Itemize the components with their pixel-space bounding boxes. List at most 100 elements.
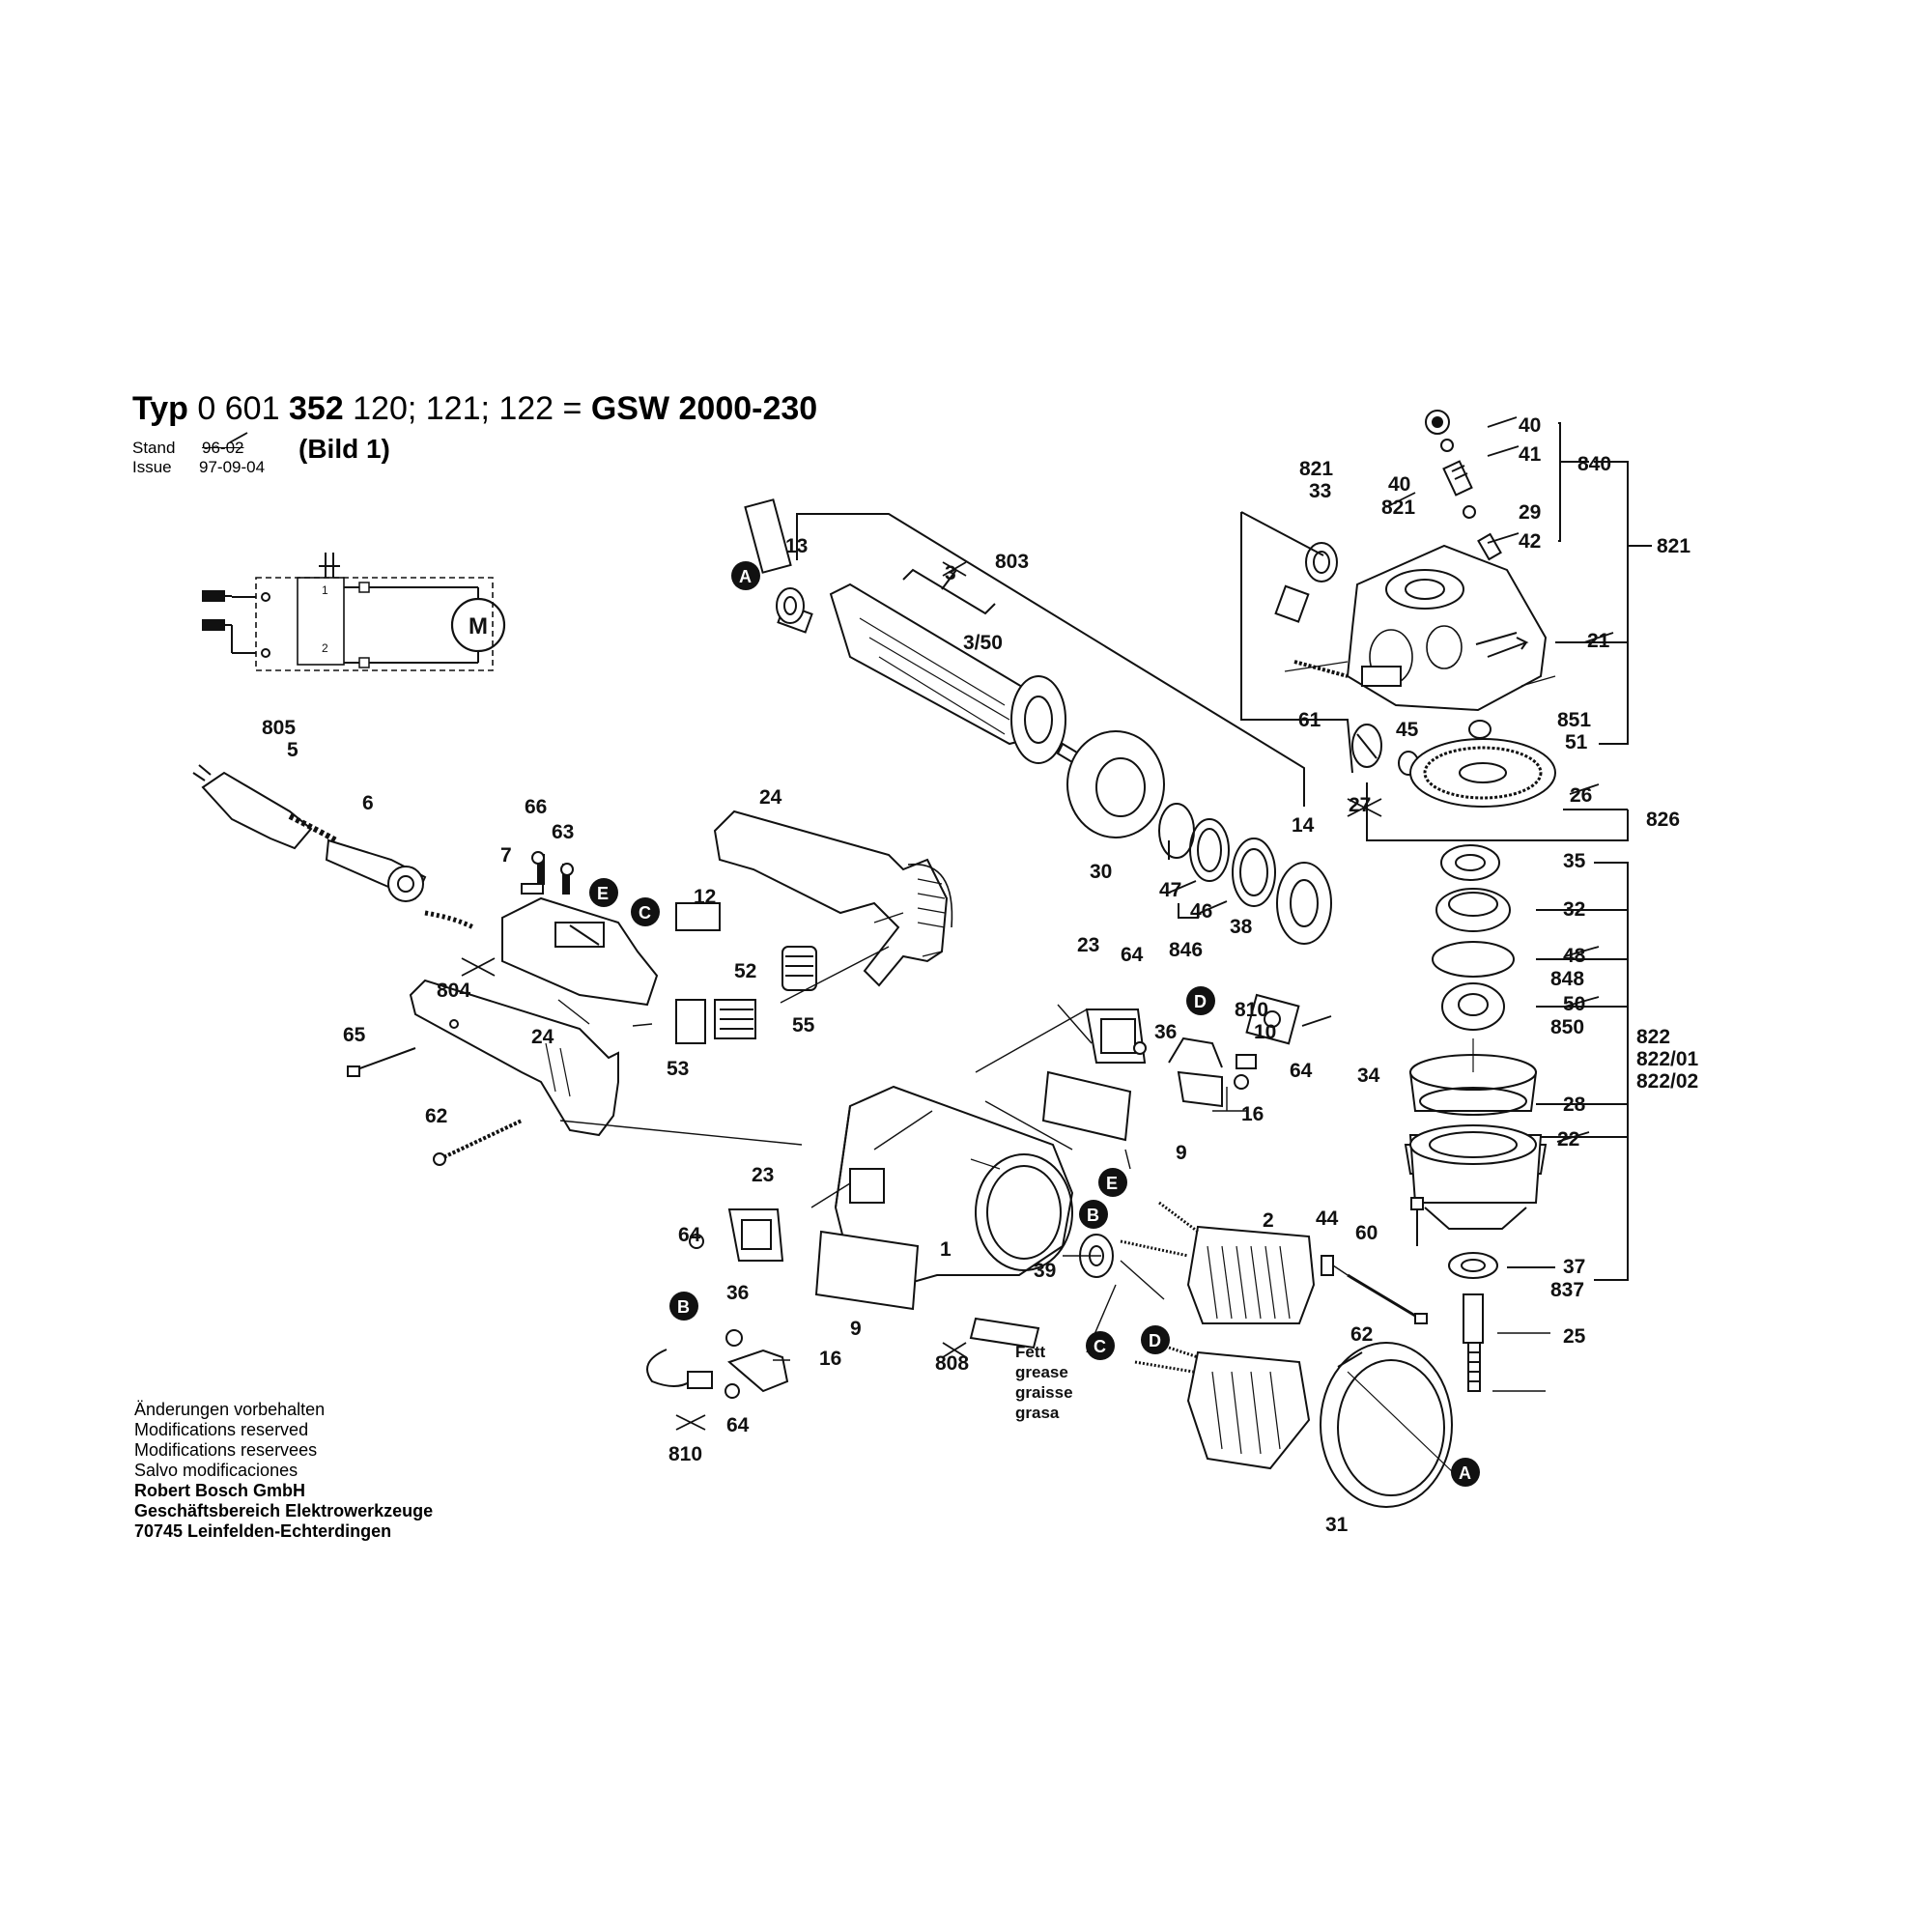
- part-label: 45: [1396, 719, 1419, 741]
- bracket-822: [1507, 862, 1629, 1281]
- part-label: 821: [1657, 535, 1690, 557]
- terminal-block: [675, 999, 706, 1044]
- part-label: 44: [1316, 1208, 1339, 1230]
- svg-text:B: B: [677, 1297, 690, 1317]
- part-label: 810: [668, 1443, 702, 1465]
- stand-label: Stand: [132, 439, 176, 457]
- svg-text:D: D: [1149, 1331, 1161, 1350]
- svg-text:grease: grease: [1015, 1363, 1068, 1381]
- part-label: 48: [1563, 945, 1586, 967]
- part-label: 840: [1577, 453, 1611, 475]
- callout-b-marker: B: [1079, 1200, 1108, 1229]
- part-label: 39: [1034, 1260, 1056, 1282]
- part-label: 25: [1563, 1325, 1586, 1348]
- spindle-part: [1463, 1293, 1484, 1344]
- part-label: 846: [1169, 939, 1203, 961]
- pin-2-label: 2: [322, 641, 328, 655]
- part-label: 38: [1230, 916, 1253, 938]
- callout-e-marker: E: [589, 878, 618, 907]
- part-label: 65: [343, 1024, 366, 1046]
- part-label: 822/02: [1636, 1070, 1698, 1093]
- svg-text:E: E: [597, 884, 609, 903]
- motor-symbol: M: [469, 613, 488, 639]
- part-label: 821: [1381, 497, 1415, 519]
- company-division: Geschäftsbereich Elektrowerkzeuge: [134, 1501, 434, 1520]
- part-label: 21: [1587, 630, 1610, 652]
- company-address: 70745 Leinfelden-Echterdingen: [134, 1521, 392, 1541]
- air-guide-31: [1320, 1342, 1455, 1508]
- mains-plug-pin-icon: [202, 619, 225, 631]
- part-label: 13: [785, 535, 808, 557]
- bracket-803: [796, 513, 1305, 919]
- part-label: 7: [500, 844, 512, 867]
- rings-47-46-38: [1158, 803, 1276, 907]
- svg-text:Fett: Fett: [1015, 1343, 1046, 1361]
- svg-text:grasa: grasa: [1015, 1404, 1060, 1422]
- part-labels: 803 13 3 3/50 30 47 46 38 14 846 821 33 …: [262, 414, 1699, 1536]
- callout-e-marker: E: [1098, 1168, 1127, 1197]
- footer-note: Modifications reservees: [134, 1440, 318, 1460]
- part-label: 62: [1350, 1323, 1373, 1346]
- bearing-14: [1245, 862, 1332, 1045]
- part-label: 851: [1557, 709, 1591, 731]
- date-crossed: 96-02: [202, 439, 244, 457]
- part-label: 850: [1550, 1016, 1584, 1038]
- leader-lines: [557, 675, 1556, 1392]
- part-label: 808: [935, 1352, 969, 1375]
- part-label: 64: [1121, 944, 1144, 966]
- part-label: 64: [1290, 1060, 1313, 1082]
- switch-part: [424, 854, 756, 1044]
- spindle-lock-parts: [1274, 410, 1502, 678]
- callout-d-marker: D: [1141, 1325, 1170, 1354]
- equals-sign: =: [562, 390, 582, 427]
- part-label: 46: [1190, 900, 1212, 923]
- part-label: 16: [1241, 1103, 1264, 1125]
- part-label: 42: [1519, 530, 1541, 553]
- part-label: 33: [1309, 480, 1331, 502]
- field-stator: [1120, 1201, 1316, 1470]
- circuit-schematic: M 1 2: [202, 553, 506, 671]
- grease-note: Fett grease graisse grasa: [1015, 1343, 1073, 1422]
- part-label: 6: [362, 792, 374, 814]
- company-name: Robert Bosch GmbH: [134, 1481, 306, 1500]
- part-label: 12: [694, 886, 716, 908]
- footer: Änderungen vorbehalten Modifications res…: [134, 1400, 433, 1542]
- handle-half-upper: [713, 810, 953, 991]
- damper-part: [781, 946, 817, 991]
- part-label: 64: [678, 1224, 701, 1246]
- part-label: 22: [1557, 1128, 1579, 1151]
- motor-icon: [450, 597, 506, 653]
- svg-text:A: A: [739, 567, 752, 586]
- footer-note: Modifications reserved: [134, 1420, 309, 1439]
- handle-half-lower: [409, 979, 619, 1137]
- typ-number-b: 352: [288, 390, 344, 427]
- part-label: 52: [734, 960, 756, 982]
- part-label: 64: [726, 1414, 750, 1436]
- part-label: 63: [552, 821, 574, 843]
- labels-9: [814, 1070, 1132, 1350]
- part-label: 1: [940, 1238, 952, 1261]
- part-label: 3/50: [963, 632, 1003, 654]
- part-label: 47: [1159, 879, 1181, 901]
- part-label: 60: [1355, 1222, 1378, 1244]
- part-label: 37: [1563, 1256, 1585, 1278]
- callout-c-marker: C: [631, 897, 660, 926]
- footer-note: Salvo modificaciones: [134, 1461, 298, 1480]
- svg-text:C: C: [1094, 1337, 1106, 1356]
- issue-label: Issue: [132, 458, 172, 476]
- svg-text:C: C: [639, 903, 651, 923]
- part-label: 62: [425, 1105, 447, 1127]
- part-label: 55: [792, 1014, 815, 1037]
- part-label: 24: [531, 1026, 554, 1048]
- part-label: 2: [1263, 1209, 1274, 1232]
- model-name: GSW 2000-230: [590, 390, 818, 427]
- part-label: 16: [819, 1348, 841, 1370]
- svg-text:E: E: [1106, 1174, 1118, 1193]
- part-label: 10: [1254, 1021, 1276, 1043]
- typ-variants: 120; 121; 122: [353, 390, 554, 427]
- bearing-30: [1066, 730, 1165, 838]
- armature-part: [744, 498, 1089, 770]
- screws-left: [347, 851, 574, 1166]
- part-label: 14: [1292, 814, 1315, 837]
